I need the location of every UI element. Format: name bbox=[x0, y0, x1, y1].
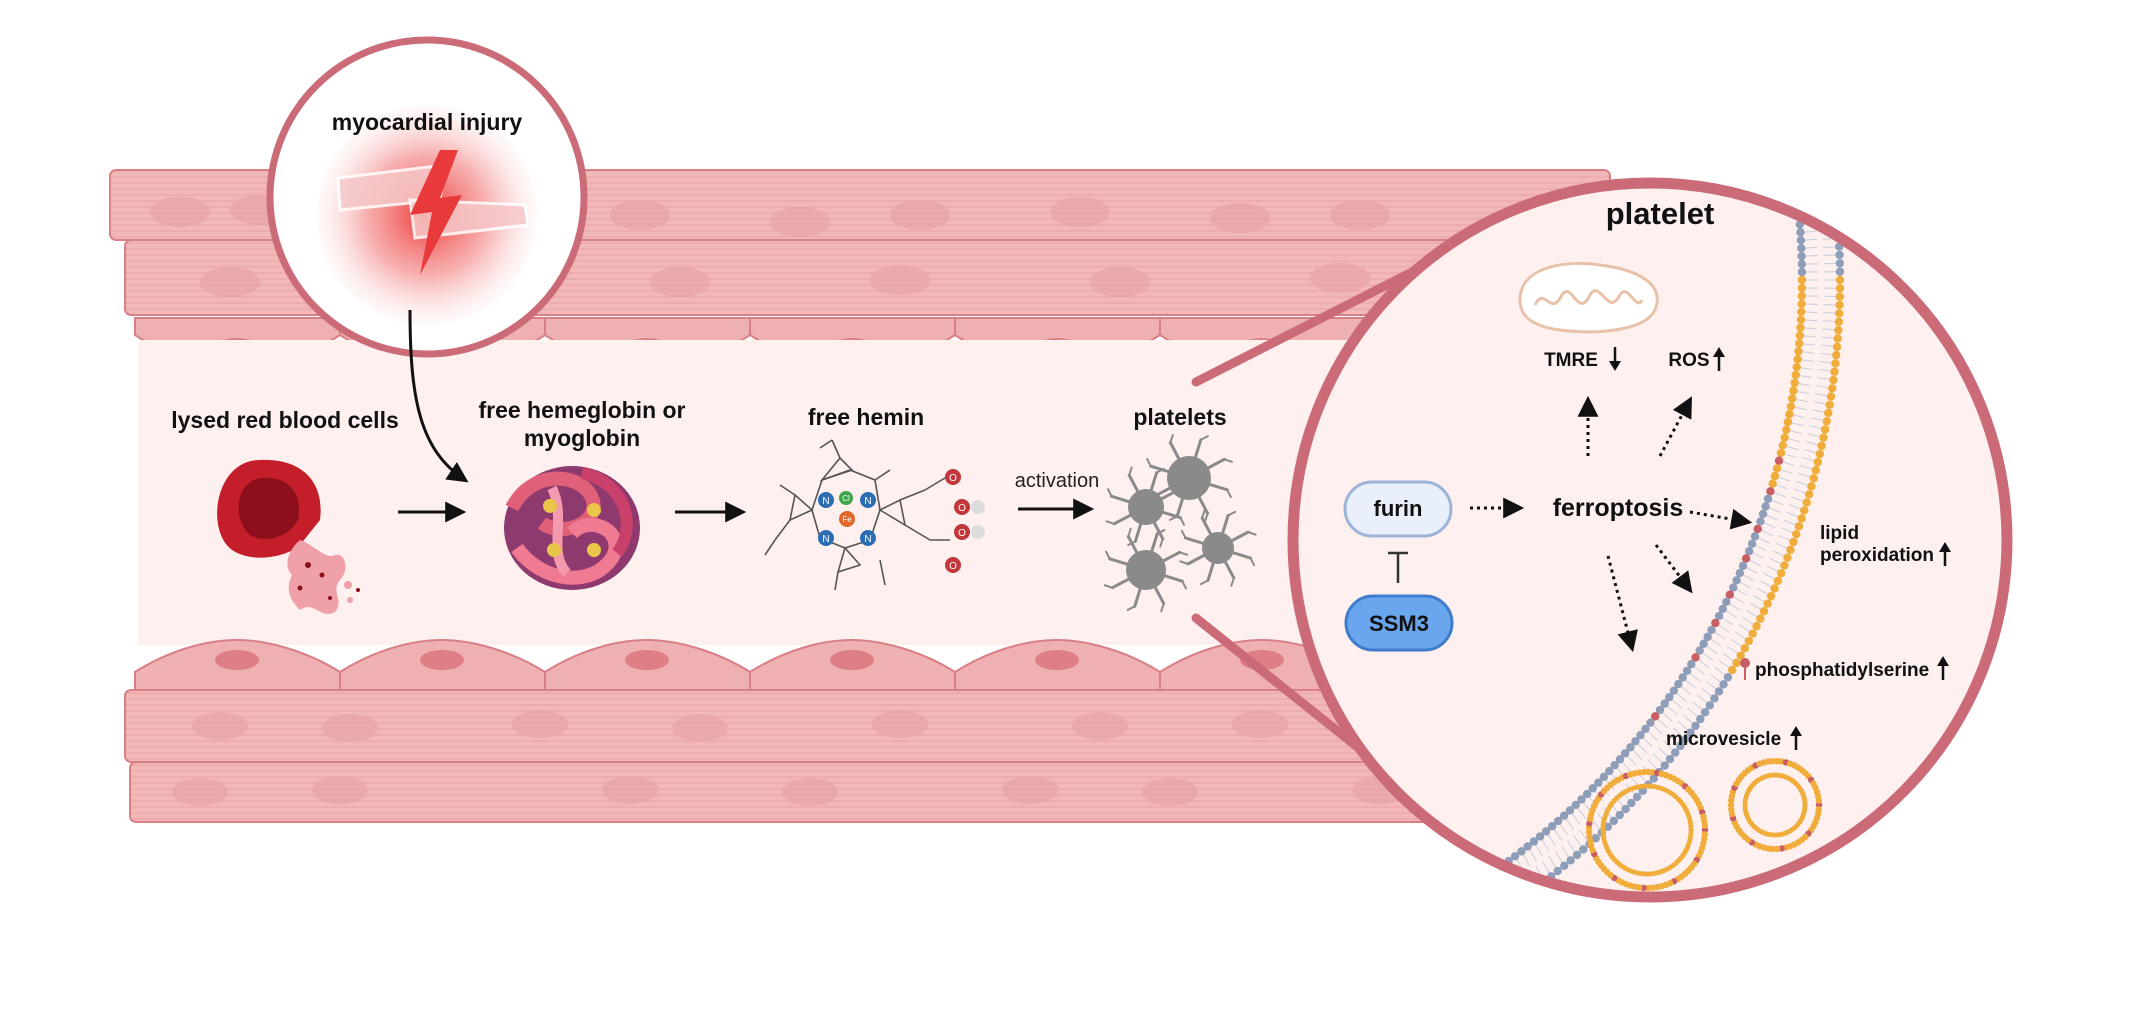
svg-text:Cl: Cl bbox=[842, 494, 850, 503]
ferroptosis-label: ferroptosis bbox=[1553, 494, 1684, 522]
svg-text:N: N bbox=[864, 534, 871, 545]
muscle-nucleus bbox=[322, 714, 378, 742]
muscle-nucleus bbox=[650, 267, 710, 297]
activation-label: activation bbox=[1015, 470, 1100, 492]
microvesicle-icon bbox=[1585, 768, 1709, 892]
lipid-label-line1: lipid bbox=[1820, 523, 1859, 544]
microvesicle-label: microvesicle bbox=[1666, 729, 1781, 750]
injury-arrow bbox=[408, 309, 469, 483]
zoom-circle-border bbox=[1287, 177, 2013, 903]
muscle-nucleus bbox=[672, 714, 728, 742]
microvesicle-icon bbox=[1727, 757, 1823, 853]
platelet-icons bbox=[1103, 434, 1257, 613]
svg-text:O: O bbox=[958, 503, 966, 514]
muscle-nucleus bbox=[150, 197, 210, 227]
platelet-title: platelet bbox=[1606, 196, 1715, 231]
furin-node bbox=[1343, 480, 1453, 538]
muscle-nucleus bbox=[602, 776, 658, 804]
zoom-circle-bg bbox=[1293, 183, 2007, 897]
phosphatidylserine-label: phosphatidylserine bbox=[1755, 660, 1929, 681]
myocardial-injury-label: myocardial injury bbox=[332, 109, 523, 135]
inhibition-icon bbox=[1388, 551, 1408, 583]
endothelial-nucleus bbox=[420, 650, 464, 670]
hemin-group: free hemin N N N bbox=[764, 404, 985, 591]
svg-text:N: N bbox=[822, 534, 829, 545]
hemoglobin-label-line1: free hemeglobin or bbox=[478, 397, 685, 423]
lipid-label-line2: peroxidation bbox=[1820, 545, 1934, 566]
svg-text:N: N bbox=[822, 496, 829, 507]
muscle-nucleus bbox=[770, 207, 830, 237]
muscle-nucleus bbox=[200, 267, 260, 297]
svg-text:O: O bbox=[958, 528, 966, 539]
hemin-label: free hemin bbox=[808, 404, 924, 430]
down-arrow-icon bbox=[1609, 347, 1621, 371]
lysed-rbc-icon bbox=[217, 459, 360, 614]
muscle-nucleus bbox=[1072, 712, 1128, 740]
endothelial-nucleus bbox=[830, 650, 874, 670]
phospholipid-icon bbox=[1740, 658, 1750, 680]
platelets-group: platelets bbox=[1103, 404, 1257, 613]
svg-text:O: O bbox=[949, 561, 957, 572]
hemoglobin-protein-icon bbox=[504, 466, 640, 590]
tmre-label: TMRE bbox=[1544, 350, 1598, 371]
muscle-nucleus bbox=[192, 712, 248, 740]
platelet-zoom-callout: platelet TMRE ROS furin bbox=[1287, 177, 2013, 903]
endothelial-nucleus bbox=[1035, 650, 1079, 670]
muscle-nucleus bbox=[1050, 197, 1110, 227]
ssm3-label: SSM3 bbox=[1369, 611, 1429, 636]
hemoglobin-label-line2: myoglobin bbox=[524, 425, 640, 451]
muscle-nucleus bbox=[782, 778, 838, 806]
hemin-atoms: N N N N Cl Fe O O O O bbox=[818, 469, 985, 573]
muscle-nucleus bbox=[1002, 776, 1058, 804]
endothelial-nucleus bbox=[625, 650, 669, 670]
muscle-nucleus bbox=[1210, 203, 1270, 233]
zoom-line-top bbox=[1191, 263, 1425, 387]
dotted-arrow-microvesicle bbox=[1606, 555, 1638, 653]
platelets-label: platelets bbox=[1133, 404, 1226, 430]
muscle-nucleus bbox=[1090, 267, 1150, 297]
activated-platelet-icon bbox=[1179, 509, 1257, 587]
lightning-icon bbox=[410, 150, 462, 275]
hemoglobin-group: free hemeglobin or myoglobin bbox=[478, 397, 686, 590]
activated-platelet-icon bbox=[1103, 527, 1189, 613]
mv-up-arrow-icon bbox=[1790, 726, 1802, 750]
muscle-nucleus bbox=[872, 710, 928, 738]
ps-up-arrow-icon bbox=[1937, 656, 1949, 680]
lysed-rbc-label: lysed red blood cells bbox=[171, 407, 399, 433]
muscle-nucleus bbox=[1330, 200, 1390, 230]
dotted-arrow-lipid bbox=[1689, 508, 1753, 530]
myocardial-injury-callout: myocardial injury bbox=[266, 36, 588, 483]
muscle-nucleus bbox=[1310, 263, 1370, 293]
hemin-structure bbox=[764, 439, 953, 591]
muscle-nucleus bbox=[172, 778, 228, 806]
endothelial-nucleus bbox=[215, 650, 259, 670]
svg-text:Fe: Fe bbox=[842, 515, 852, 524]
lipid-up-arrow-icon bbox=[1939, 542, 1951, 566]
svg-text:N: N bbox=[864, 496, 871, 507]
activated-platelet-icon bbox=[1105, 466, 1187, 548]
mitochondrion-icon bbox=[1518, 261, 1659, 334]
lysed-rbc-group: lysed red blood cells bbox=[171, 407, 399, 614]
ros-label: ROS bbox=[1668, 350, 1709, 371]
muscle-nucleus bbox=[890, 200, 950, 230]
ssm3-node bbox=[1344, 594, 1454, 652]
muscle-nucleus bbox=[870, 265, 930, 295]
dotted-arrow-ps bbox=[1654, 544, 1693, 594]
furin-label: furin bbox=[1374, 496, 1423, 521]
muscle-nucleus bbox=[610, 200, 670, 230]
muscle-nucleus bbox=[1142, 778, 1198, 806]
muscle-nucleus bbox=[312, 776, 368, 804]
microvesicle-icons bbox=[1585, 757, 1823, 892]
up-arrow-icon bbox=[1713, 347, 1725, 371]
svg-text:O: O bbox=[949, 473, 957, 484]
muscle-nucleus bbox=[512, 710, 568, 738]
muscle-nucleus bbox=[1232, 710, 1288, 738]
